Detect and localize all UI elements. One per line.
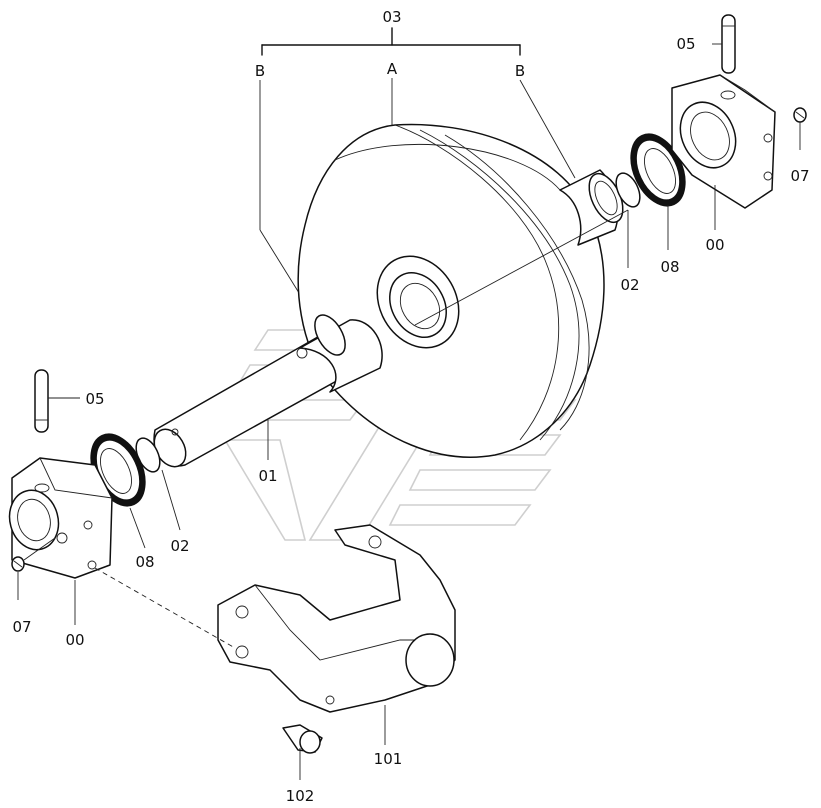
part-labels: 03 A B B 05 07 02 08 00 05 01 02 08 07 0… [12, 8, 809, 805]
label-02-right: 02 [620, 276, 639, 294]
label-101: 101 [374, 750, 403, 768]
bolt [282, 724, 323, 780]
label-05-left: 05 [85, 390, 104, 408]
yoke [217, 524, 456, 745]
label-01: 01 [258, 467, 277, 485]
assembly-bracket [259, 27, 576, 331]
label-08-left: 08 [135, 553, 154, 571]
label-b-left: B [255, 62, 265, 80]
shaft [153, 314, 383, 468]
label-a: A [387, 60, 398, 78]
pin-right [712, 14, 736, 74]
label-00-right: 00 [705, 236, 724, 254]
label-07-right: 07 [790, 167, 809, 185]
label-08-right: 08 [660, 258, 679, 276]
leader-lines [74, 185, 716, 649]
label-02-left: 02 [170, 537, 189, 555]
label-102: 102 [286, 787, 315, 805]
label-07-left: 07 [12, 618, 31, 636]
label-05-right: 05 [676, 35, 695, 53]
label-00-left: 00 [65, 631, 84, 649]
pin-left [34, 369, 80, 433]
screw-right [793, 107, 807, 150]
o-ring-right [615, 172, 641, 208]
bracket-left [8, 457, 113, 579]
screw-left [11, 537, 56, 600]
seal-right [630, 133, 686, 207]
idler-wheel [297, 123, 605, 458]
bracket-right [671, 74, 776, 209]
label-03: 03 [382, 8, 401, 26]
label-b-right: B [515, 62, 525, 80]
